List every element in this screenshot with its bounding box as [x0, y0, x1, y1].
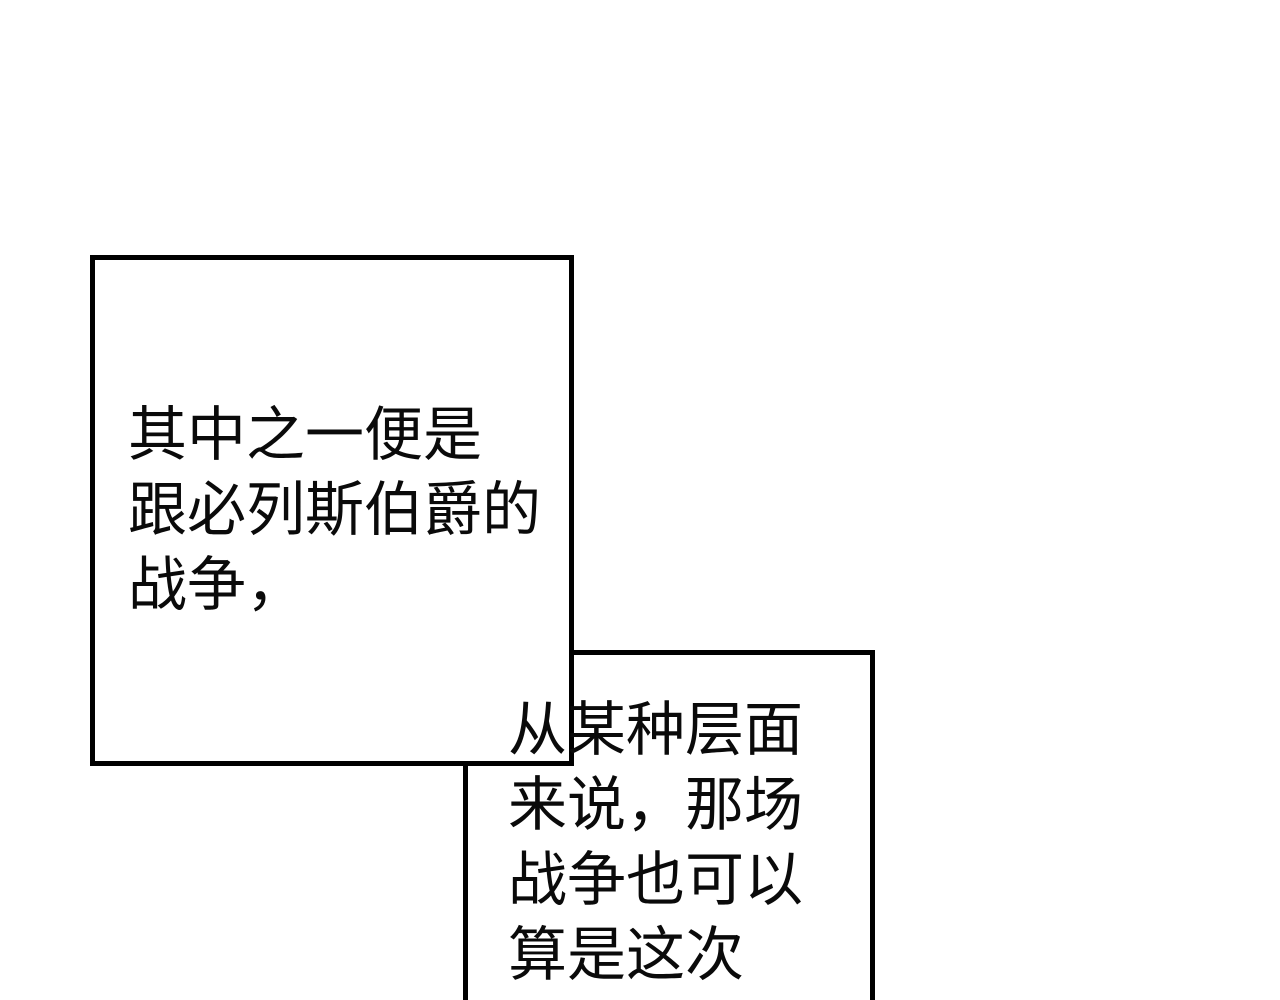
speech-balloon-1-text: 其中之一便是 跟必列斯伯爵的 战争，: [128, 402, 542, 618]
balloon-overlap-mask: [95, 260, 569, 761]
speech-balloon-2-text: 从某种层面 来说，那场 战争也可以 算是这次: [508, 697, 804, 988]
